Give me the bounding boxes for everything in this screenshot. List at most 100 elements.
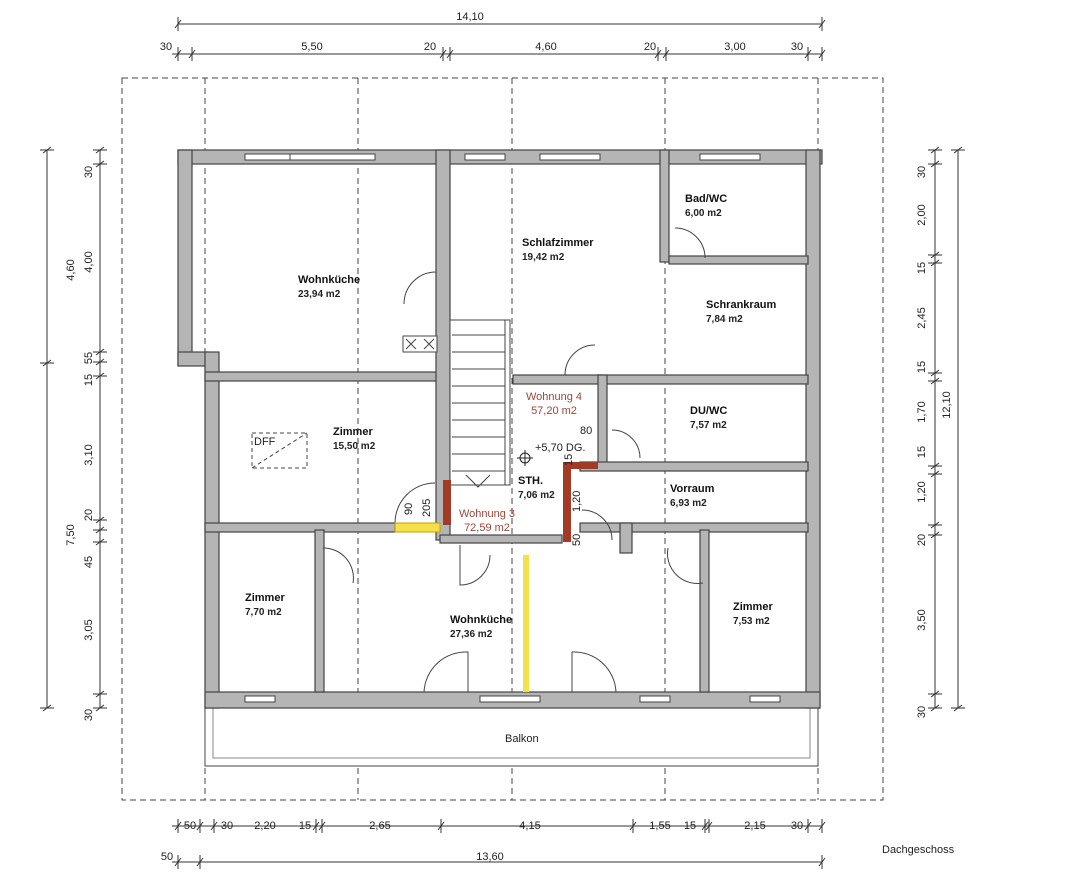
- dim-label: 80: [580, 425, 592, 437]
- dim-label: 1,20: [916, 481, 928, 502]
- roof-window-label: DFF: [254, 436, 276, 448]
- room-area: 7,84 m2: [706, 314, 743, 325]
- balcony-label: Balkon: [505, 733, 539, 745]
- room-area: 6,93 m2: [670, 498, 707, 509]
- dim-label: 15: [299, 820, 311, 832]
- dim-label: 1,70: [916, 401, 928, 422]
- dim-label: 1,55: [649, 820, 670, 832]
- dimension-lines: [40, 17, 965, 869]
- wall: [699, 529, 710, 693]
- walls: [177, 149, 823, 709]
- dim-label: 30: [221, 820, 233, 832]
- room-name: Wohnung 3: [459, 508, 515, 520]
- door-swing: [564, 344, 596, 376]
- wall: [512, 374, 602, 385]
- dim-label: 15: [684, 820, 696, 832]
- wall: [597, 374, 608, 466]
- dim-label: 2,15: [744, 820, 765, 832]
- dim-label: 50: [184, 820, 196, 832]
- center-mark-icon: [517, 450, 533, 466]
- room-area: 7,70 m2: [245, 607, 282, 618]
- dim-label: 30: [916, 166, 928, 178]
- dim-label: 55: [83, 352, 95, 364]
- wall: [579, 522, 809, 533]
- dim-label: 14,10: [456, 11, 484, 23]
- dim-label: 1,20: [571, 491, 583, 512]
- room-name: Schrankraum: [706, 299, 777, 311]
- dim-label: 3,05: [83, 619, 95, 640]
- dim-label: 3,10: [83, 444, 95, 465]
- dim-label: 30: [160, 41, 172, 53]
- window: [539, 153, 601, 161]
- dim-label: 13,60: [476, 851, 504, 863]
- dim-label: 7,50: [65, 524, 77, 545]
- window: [479, 695, 541, 703]
- room-name: Wohnküche: [450, 614, 512, 626]
- room-name: Zimmer: [733, 601, 773, 613]
- dim-label: 2,20: [254, 820, 275, 832]
- window: [699, 153, 761, 161]
- room-name: Schlafzimmer: [522, 237, 594, 249]
- dim-label: 2,45: [916, 307, 928, 328]
- wall: [177, 351, 209, 367]
- room-name: STH.: [518, 475, 543, 487]
- door-swing: [667, 547, 704, 584]
- window: [244, 695, 276, 703]
- window: [464, 153, 506, 161]
- wall: [439, 534, 563, 544]
- floor-title: Dachgeschoss: [882, 844, 955, 856]
- dim-label: 20: [916, 534, 928, 546]
- room-name: Wohnung 4: [526, 391, 582, 403]
- dim-label: 3,00: [724, 41, 745, 53]
- dim-label: 15: [563, 454, 575, 466]
- doors: [322, 227, 706, 693]
- dim-label: 4,00: [83, 251, 95, 272]
- room-name: Wohnküche: [298, 274, 360, 286]
- room-name: Zimmer: [245, 592, 285, 604]
- dim-label: 4,15: [519, 820, 540, 832]
- room-area: 15,50 m2: [333, 441, 376, 452]
- staircase: [449, 319, 511, 488]
- window: [244, 153, 296, 161]
- dim-label: 15: [916, 446, 928, 458]
- room-name: Zimmer: [333, 426, 373, 438]
- roof-window: [251, 432, 308, 469]
- dim-label: 20: [644, 41, 656, 53]
- door-swing: [394, 482, 436, 524]
- chimney: [402, 335, 438, 353]
- door-swing: [581, 509, 613, 541]
- dim-label: 4,60: [65, 259, 77, 280]
- wall: [668, 255, 809, 265]
- room-area: 6,00 m2: [685, 208, 722, 219]
- wall: [597, 374, 809, 385]
- dim-label: 12,10: [941, 391, 953, 419]
- wall: [204, 371, 444, 382]
- dim-label: 90: [403, 503, 415, 515]
- dim-label: 2,65: [369, 820, 390, 832]
- room-area: 7,53 m2: [733, 616, 770, 627]
- room-area: 72,59 m2: [464, 522, 510, 534]
- dim-label: 45: [83, 556, 95, 568]
- door-swing: [571, 651, 617, 693]
- dim-label: 50: [571, 534, 583, 546]
- window: [749, 695, 781, 703]
- room-area: 7,06 m2: [518, 490, 555, 501]
- room-name: DU/WC: [690, 405, 727, 417]
- dim-label: 20: [83, 509, 95, 521]
- wall: [805, 149, 821, 709]
- dim-label: 30: [916, 706, 928, 718]
- dim-label: 20: [424, 41, 436, 53]
- door-swing: [423, 651, 469, 693]
- level-label: +5,70 DG.: [535, 442, 585, 454]
- room-area: 27,36 m2: [450, 629, 493, 640]
- room-area: 7,57 m2: [690, 420, 727, 431]
- dim-label: 3,50: [916, 609, 928, 630]
- dim-label: 15: [83, 374, 95, 386]
- door-swing: [403, 271, 437, 305]
- wall: [619, 522, 633, 554]
- dim-label: 30: [83, 709, 95, 721]
- wall: [177, 149, 193, 366]
- wall: [659, 149, 670, 263]
- room-area: 23,94 m2: [298, 289, 341, 300]
